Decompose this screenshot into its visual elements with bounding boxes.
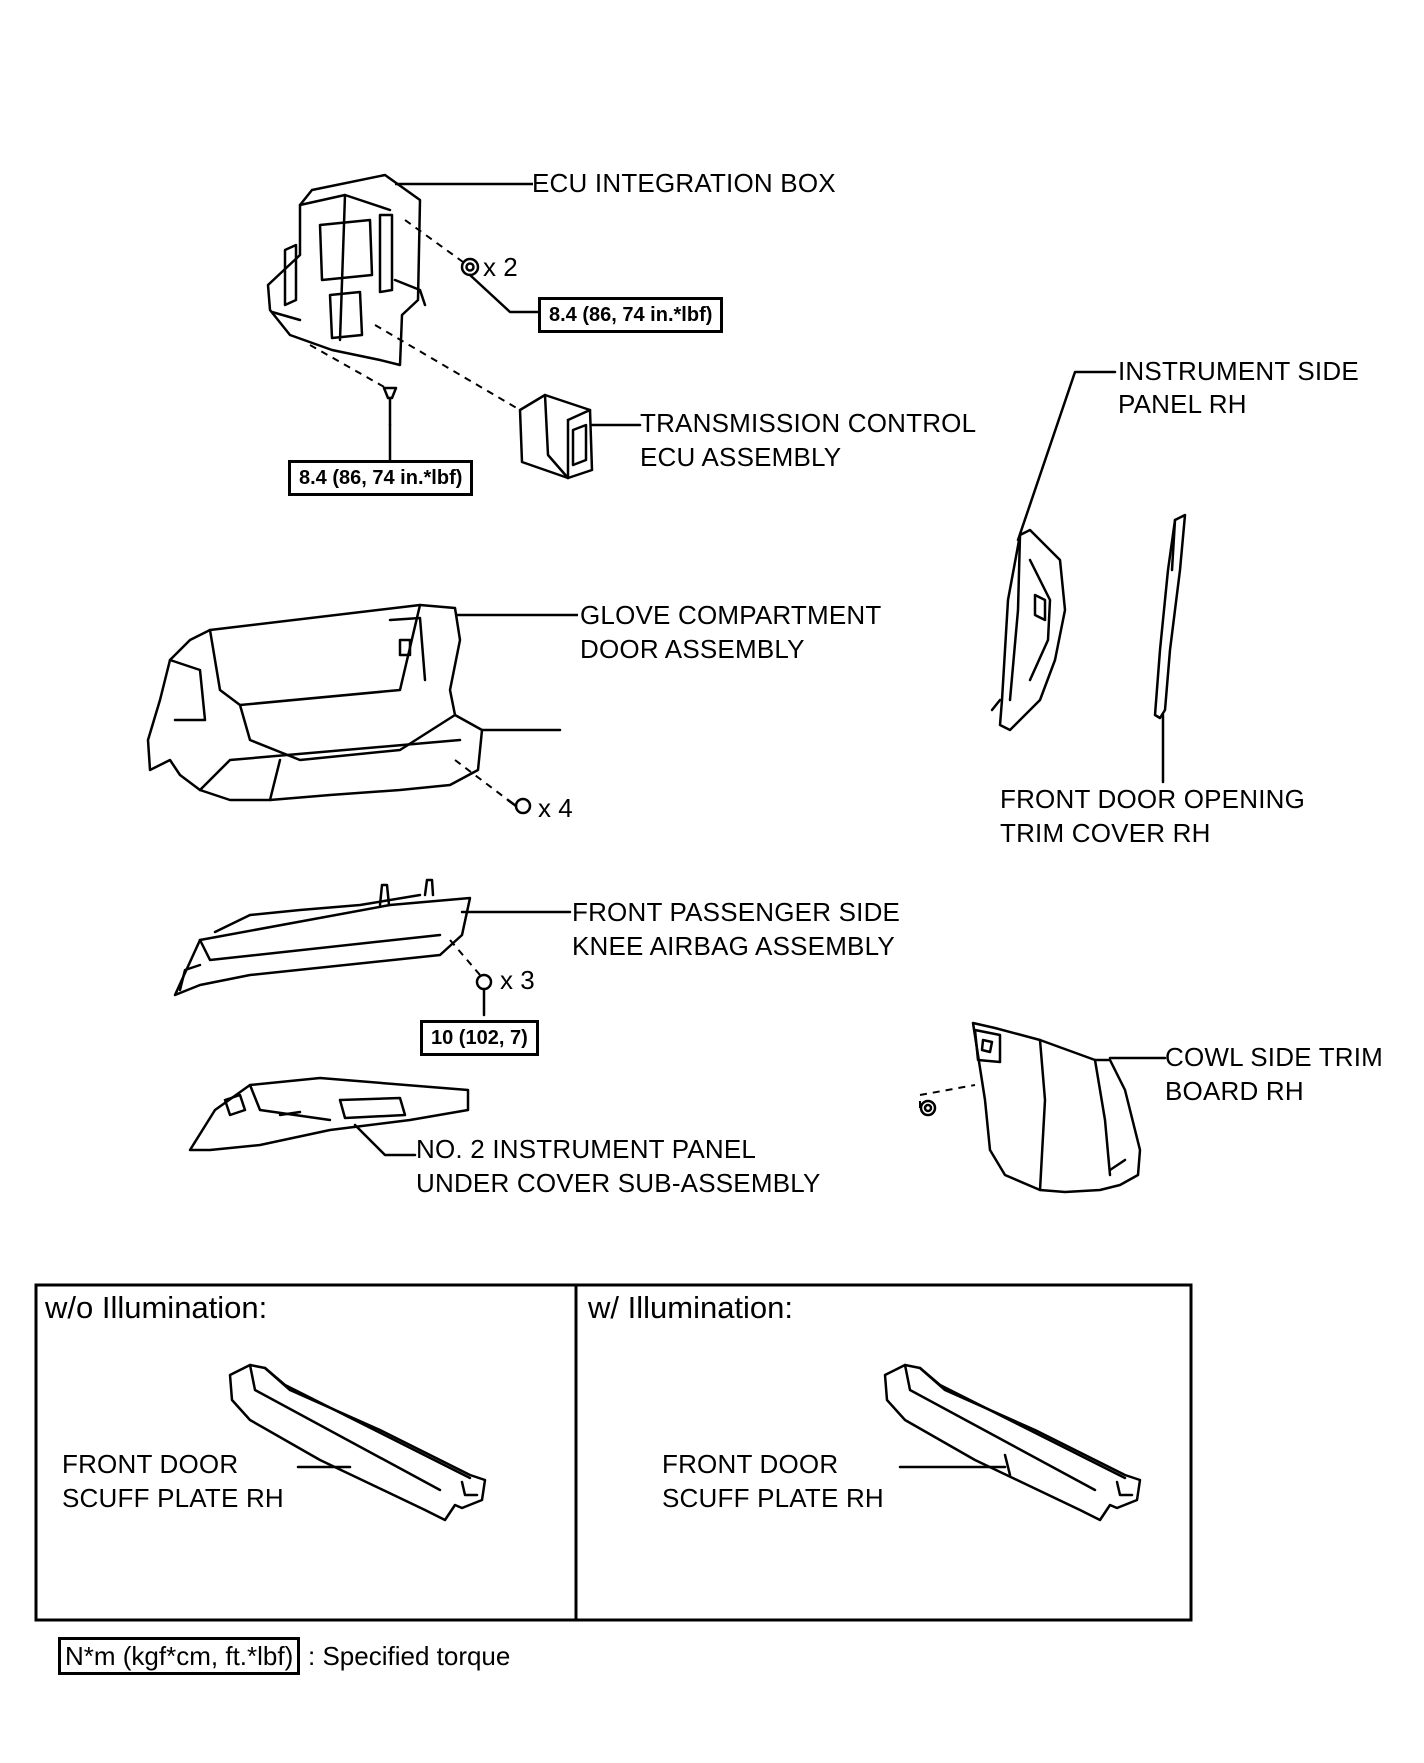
scuff-plate-with-label-line-2: SCUFF PLATE RH — [662, 1483, 884, 1513]
knee-airbag-label-line-2: KNEE AIRBAG ASSEMBLY — [572, 931, 895, 961]
ecu-nut-quantity: x 2 — [483, 252, 518, 282]
ecu-bolt-torque-box: 8.4 (86, 74 in.*lbf) — [288, 460, 474, 496]
variant-heading-with-illumination: w/ Illumination: — [588, 1290, 794, 1325]
glove-compartment-door-drawing — [146, 603, 484, 802]
torque-legend-description: : Specified torque — [308, 1641, 511, 1671]
cowl-side-trim-label-line-2: BOARD RH — [1165, 1076, 1304, 1106]
front-door-opening-trim-label-line-1: FRONT DOOR OPENING — [1000, 784, 1306, 814]
variant-heading-without-illumination: w/o Illumination: — [45, 1290, 268, 1325]
glove-compartment-label-line-2: DOOR ASSEMBLY — [580, 634, 805, 664]
knee-bolt-quantity: x 3 — [500, 965, 535, 995]
glove-compartment-leader — [455, 613, 578, 617]
ecu-integration-box-label: ECU INTEGRATION BOX — [532, 168, 836, 198]
ecu-nut-torque-box: 8.4 (86, 74 in.*lbf) — [538, 297, 724, 333]
knee-airbag-drawing — [173, 878, 472, 997]
cowl-side-trim-label-line-1: COWL SIDE TRIM — [1165, 1042, 1384, 1072]
scuff-plate-with-label-line-1: FRONT DOOR — [662, 1449, 839, 1479]
front-door-opening-trim-label-line-2: TRIM COVER RH — [1000, 818, 1211, 848]
scuff-plate-without-label-line-1: FRONT DOOR — [62, 1449, 239, 1479]
transmission-control-ecu-label-line-1: TRANSMISSION CONTROL — [640, 408, 977, 438]
scuff-plate-with-illumination-drawing — [883, 1363, 1142, 1522]
instrument-side-panel-drawing — [990, 528, 1067, 732]
ecu-integration-box-drawing — [266, 173, 427, 367]
instrument-side-panel-label-line-1: INSTRUMENT SIDE — [1118, 356, 1359, 386]
ecu-box-leader — [395, 182, 533, 186]
under-cover-label-line-1: NO. 2 INSTRUMENT PANEL — [416, 1134, 757, 1164]
scuff-plate-without-label-line-2: SCUFF PLATE RH — [62, 1483, 284, 1513]
glove-compartment-label-line-1: GLOVE COMPARTMENT — [580, 600, 882, 630]
under-cover-drawing — [188, 1076, 470, 1152]
knee-bolt-torque-box: 10 (102, 7) — [420, 1020, 539, 1056]
scuff-plate-without-illumination-drawing — [228, 1363, 487, 1522]
instrument-side-panel-label-line-2: PANEL RH — [1118, 389, 1247, 419]
glove-screw-quantity: x 4 — [538, 793, 573, 823]
transmission-control-ecu-drawing — [518, 393, 594, 480]
front-door-opening-trim-drawing — [1153, 513, 1187, 720]
transmission-control-ecu-label-line-2: ECU ASSEMBLY — [640, 442, 842, 472]
knee-airbag-label-line-1: FRONT PASSENGER SIDE — [572, 897, 901, 927]
under-cover-label-line-2: UNDER COVER SUB-ASSEMBLY — [416, 1168, 821, 1198]
torque-unit-legend-box: N*m (kgf*cm, ft.*lbf) — [58, 1637, 301, 1675]
cowl-side-trim-drawing — [971, 1021, 1142, 1194]
